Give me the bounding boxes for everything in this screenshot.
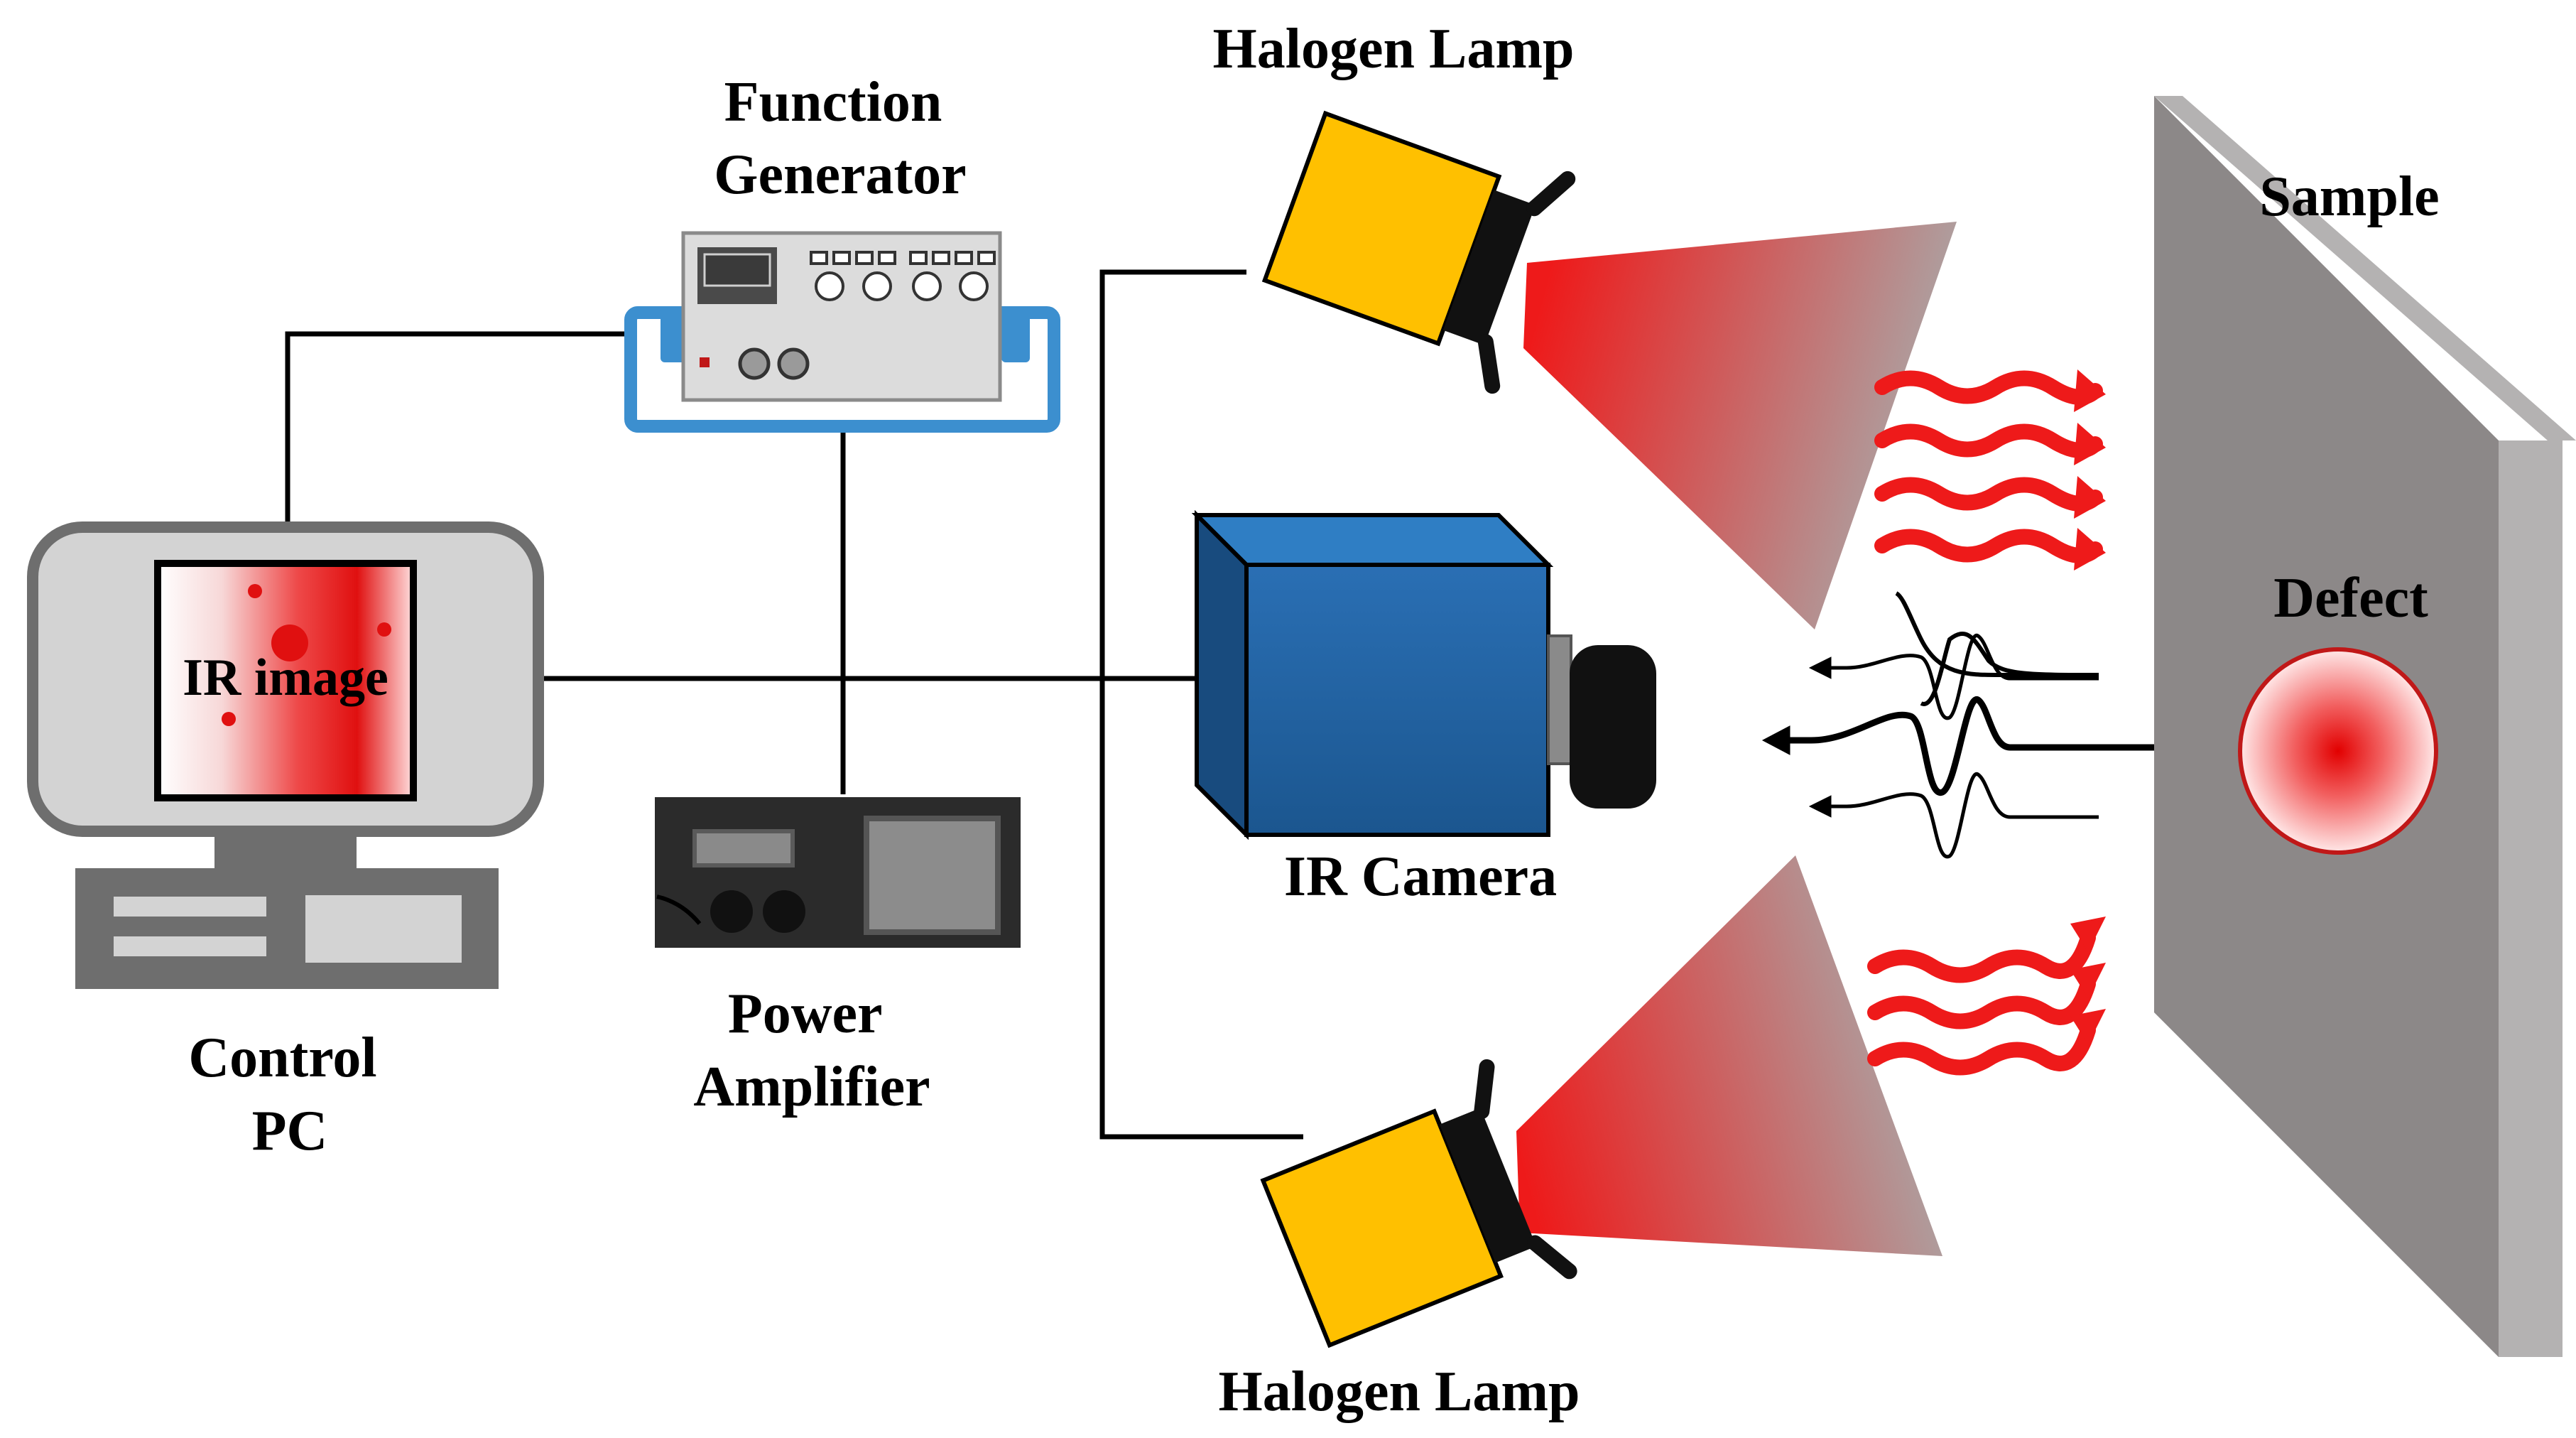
fg-knob (777, 347, 810, 380)
lamp-flap (1527, 1235, 1577, 1280)
connection-wires (285, 269, 1303, 1140)
hotspot (248, 584, 262, 598)
defect-spot-icon (2238, 647, 2438, 855)
light-beam-bottom (1516, 855, 1942, 1256)
pc-monitor-neck (214, 833, 357, 871)
lamp-head (1439, 1108, 1537, 1263)
lamp-head (1442, 190, 1536, 345)
thermal-signal-icon (1761, 591, 2163, 859)
halogen-lamp-top-label: Halogen Lamp (1213, 18, 1575, 80)
camera-lens (1570, 645, 1656, 809)
fg-knob (738, 347, 771, 380)
control-pc-label: Control PC (188, 1027, 391, 1162)
fg-display-inner (703, 253, 771, 287)
amp-display (692, 829, 795, 867)
lamp-body (1260, 1108, 1504, 1348)
power-amplifier-label: Power Amplifier (693, 983, 930, 1118)
camera-side-face (1195, 509, 1249, 840)
wire-to-top-lamp (1099, 269, 1303, 1140)
sample-side-edge (2499, 440, 2563, 1357)
amp-panel (864, 816, 1001, 935)
ir-image-screen: IR image (154, 560, 417, 801)
hotspot (271, 625, 308, 661)
heat-wave-icon (1867, 930, 2096, 1076)
desktop-computer-icon: IR image (27, 521, 544, 989)
wire-pc-to-function-generator (285, 331, 626, 524)
halogen-lamp-icon (1261, 110, 1576, 394)
light-beam-top (1523, 222, 1957, 629)
heat-wave-icon (1874, 370, 2103, 563)
function-generator-label: Function Generator (714, 71, 966, 206)
heat-wave-arrowheads (2074, 369, 2106, 571)
fg-power-switch (700, 357, 710, 367)
amp-knob (710, 890, 753, 933)
amp-cable (656, 894, 702, 925)
hotspot (222, 712, 236, 726)
fg-handle (1001, 307, 1030, 362)
lamp-flap (1477, 334, 1501, 394)
function-generator-icon (624, 231, 1060, 433)
pc-panel (305, 895, 462, 963)
camera-lens-ring (1547, 634, 1572, 765)
defect-label: Defect (2273, 567, 2428, 629)
fg-buttons (810, 251, 996, 301)
lamp-flap (1474, 1059, 1495, 1120)
camera-front-face (1244, 563, 1550, 837)
amp-knob (763, 890, 805, 933)
halogen-lamp-icon (1260, 1059, 1577, 1348)
ir-camera-label: IR Camera (1284, 845, 1557, 908)
sample-top-edge (2154, 96, 2576, 440)
ir-image-label: IR image (183, 649, 388, 707)
lamp-flap (1526, 171, 1576, 217)
halogen-lamp-bottom-label: Halogen Lamp (1219, 1361, 1580, 1423)
heat-wave-arrowheads (2070, 917, 2106, 1044)
power-amplifier-icon (655, 797, 1021, 948)
sample-label: Sample (2259, 166, 2439, 228)
pc-drive-slot (114, 897, 266, 917)
sample-plate-icon (2154, 96, 2576, 1357)
ir-camera-icon (1191, 509, 1656, 840)
hotspot (377, 622, 391, 637)
camera-top-face (1191, 513, 1554, 567)
pc-drive-slot (114, 936, 266, 956)
